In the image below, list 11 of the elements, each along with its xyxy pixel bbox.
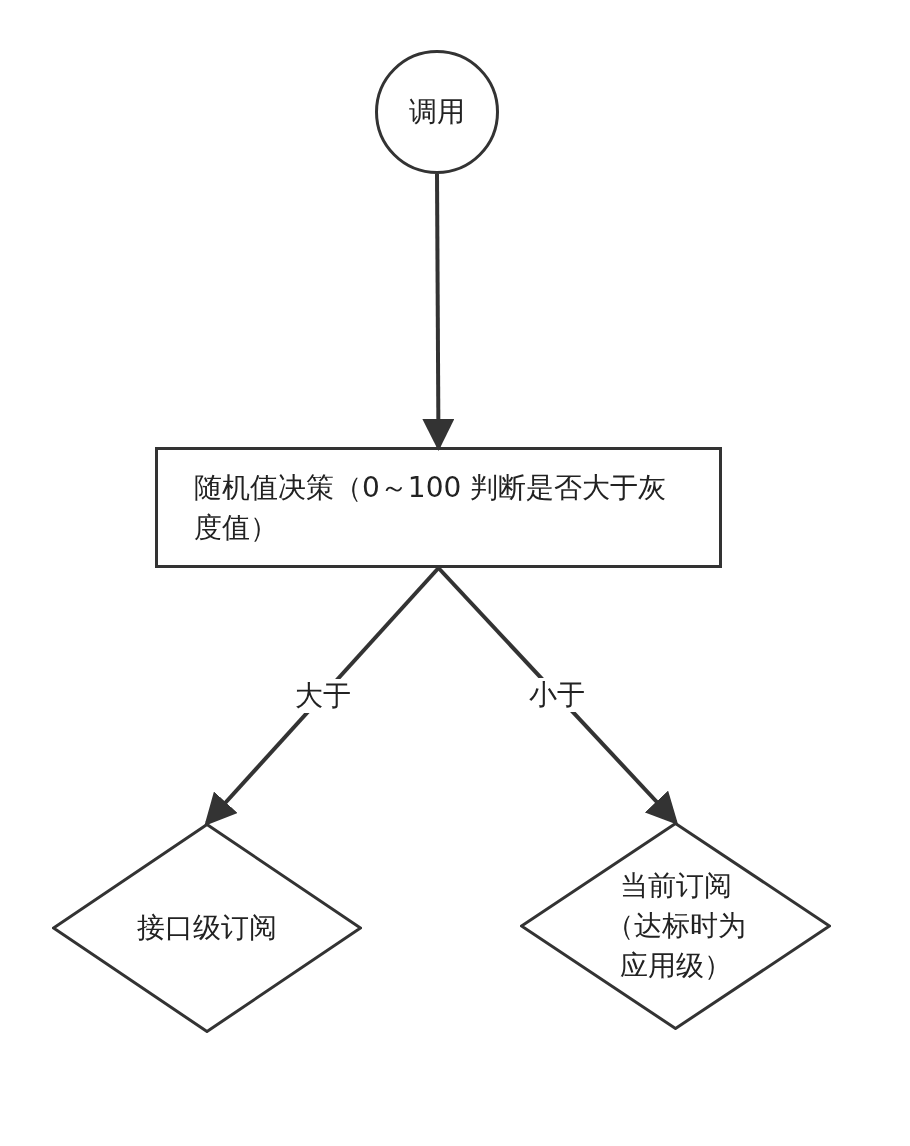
arrow	[204, 566, 440, 826]
process-box	[155, 447, 722, 568]
arrow	[422, 174, 455, 451]
decision-diamond	[52, 823, 362, 1033]
arrow	[437, 566, 679, 825]
decision-diamond	[520, 822, 831, 1030]
node-text: 随机值决策（0～100 判断是否大于灰度值）	[194, 469, 668, 546]
start-circle	[375, 50, 499, 174]
node-text: 当前订阅（达标时为应用级）	[604, 868, 747, 984]
node-text: 调用	[408, 94, 466, 130]
node-text: 接口级订阅	[136, 910, 278, 946]
